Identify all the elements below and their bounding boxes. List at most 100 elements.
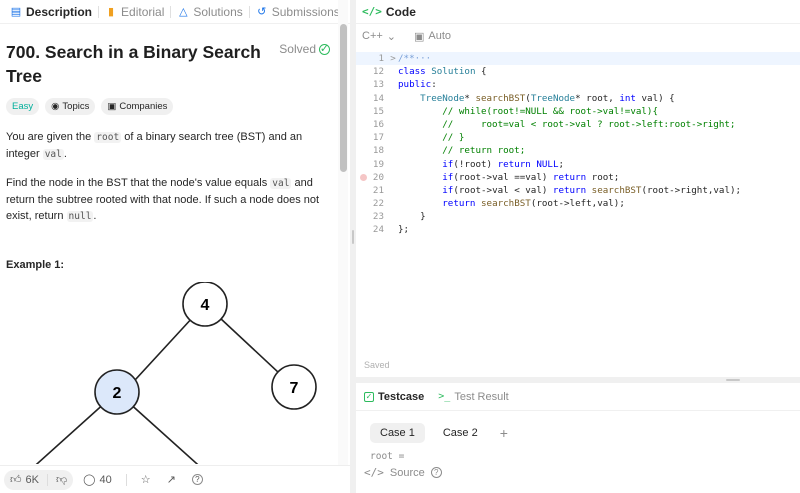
code-toolbar: C++ ⌄ ▣ Auto — [356, 24, 800, 48]
example-tree-diagram: 4 2 7 — [35, 282, 317, 464]
book-icon: ▮ — [107, 6, 115, 18]
companies-badge[interactable]: ▣ Companies — [101, 98, 174, 115]
breakpoint-dot-icon[interactable] — [360, 173, 367, 181]
inline-code: null — [66, 211, 94, 222]
code-text: if(root->val ==val) return root; — [442, 171, 620, 183]
code-text: // } — [442, 132, 465, 144]
code-icon: </> — [364, 466, 384, 479]
description-scrollbar-thumb[interactable] — [340, 24, 347, 172]
code-text: if(!root) return NULL; — [442, 158, 565, 170]
line-number: 1 — [378, 53, 384, 64]
code-line[interactable]: 14 TreeNode* searchBST(TreeNode* root, i… — [356, 92, 800, 105]
code-text: public: — [398, 79, 437, 91]
solved-label: Solved — [279, 42, 316, 56]
code-line[interactable]: 17 // } — [356, 131, 800, 144]
fold-chevron-icon — [388, 210, 398, 223]
share-icon: ↗ — [166, 474, 176, 486]
desc-text: of a binary search tree (BST) and an int… — [6, 131, 303, 160]
code-line[interactable]: 15 // while(root!=NULL && root->val!=val… — [356, 105, 800, 118]
like-dislike-group: 👍︎ 6K 👎︎ — [4, 469, 74, 490]
comment-count: 40 — [99, 473, 112, 486]
code-icon: </> — [362, 5, 382, 18]
fold-chevron-icon — [388, 223, 398, 236]
flask-icon: △ — [179, 6, 188, 18]
desc-text: You are given the — [6, 131, 95, 143]
help-button[interactable]: ? — [186, 474, 209, 485]
case-1-tab[interactable]: Case 1 — [370, 423, 425, 443]
testcase-panel: ✓ Testcase >_ Test Result Case 1 Case 2 … — [356, 383, 800, 493]
problem-description: You are given the root of a binary searc… — [6, 129, 336, 225]
fold-chevron-icon — [388, 197, 398, 210]
code-line[interactable]: 24}; — [356, 223, 800, 236]
code-line[interactable]: 1 >/**··· — [356, 52, 800, 66]
topics-badge[interactable]: ◉ Topics — [45, 98, 96, 115]
code-line[interactable]: 19 if(!root) return NULL; — [356, 158, 800, 171]
thumbs-down-icon[interactable]: 👎︎ — [55, 474, 68, 486]
root-variable-label: root = — [370, 451, 405, 462]
code-line[interactable]: 16 // root=val < root->val ? root->left:… — [356, 118, 800, 131]
line-number: 18 — [372, 145, 384, 157]
fold-chevron-icon — [388, 171, 398, 184]
code-text: if(root->val < val) return searchBST(roo… — [442, 184, 742, 196]
line-number: 12 — [372, 66, 384, 78]
tab-test-result[interactable]: >_ Test Result — [438, 391, 508, 403]
star-icon: ☆ — [140, 474, 151, 486]
tab-solutions[interactable]: △ Solutions — [171, 0, 248, 24]
example-title: Example 1: — [6, 259, 65, 271]
case-2-tab[interactable]: Case 2 — [442, 427, 478, 439]
title-row: 700. Search in a Binary Search Tree Solv… — [6, 40, 336, 88]
code-line[interactable]: 20 if(root->val ==val) return root; — [356, 171, 800, 184]
description-scrollbar-track[interactable] — [338, 0, 348, 465]
left-tab-bar: ▤ Description ▮ Editorial △ Solutions ↺ … — [0, 0, 350, 24]
code-line[interactable]: 23 } — [356, 210, 800, 223]
line-number: 22 — [372, 198, 384, 210]
saved-status: Saved — [364, 360, 390, 370]
vertical-resize-handle[interactable] — [352, 230, 354, 244]
line-number: 17 — [372, 132, 384, 144]
code-line[interactable]: 18 // return root; — [356, 144, 800, 157]
source-toggle[interactable]: </> Source ? — [364, 466, 800, 479]
tree-node-4-label: 4 — [201, 297, 210, 314]
problem-content: 700. Search in a Binary Search Tree Solv… — [6, 24, 336, 464]
checkbox-icon: ✓ — [364, 391, 374, 402]
code-line[interactable]: 21 if(root->val < val) return searchBST(… — [356, 184, 800, 197]
line-number: 20 — [356, 171, 388, 184]
auto-mode-toggle[interactable]: ▣ Auto — [414, 30, 451, 43]
code-text: // root=val < root->val ? root->left:roo… — [442, 118, 736, 130]
favorite-button[interactable]: ☆ — [135, 473, 157, 486]
terminal-icon: >_ — [438, 391, 451, 402]
tab-testcase[interactable]: ✓ Testcase — [364, 391, 424, 403]
code-line[interactable]: 13 public: — [356, 78, 800, 91]
tab-description[interactable]: ▤ Description — [4, 0, 98, 24]
line-number: 24 — [372, 224, 384, 236]
language-select[interactable]: C++ ⌄ — [362, 30, 396, 43]
solved-status: Solved ✓ — [279, 42, 330, 56]
fold-chevron-icon — [388, 105, 398, 118]
like-count: 6K — [25, 473, 39, 486]
tab-submissions[interactable]: ↺ Submissions — [250, 0, 346, 24]
fold-chevron-icon — [388, 184, 398, 197]
case-tabs: Case 1 Case 2 + — [370, 423, 800, 443]
tab-editorial[interactable]: ▮ Editorial — [99, 0, 170, 24]
code-text: // return root; — [442, 145, 526, 157]
line-number: 14 — [372, 92, 384, 104]
horizontal-resize-handle[interactable] — [726, 379, 740, 381]
code-line[interactable]: 22 return searchBST(root->left,val); — [356, 197, 800, 210]
desc-text: . — [93, 210, 97, 222]
problem-title[interactable]: 700. Search in a Binary Search Tree — [6, 42, 261, 86]
fold-chevron-icon[interactable]: > — [390, 53, 396, 64]
share-button[interactable]: ↗ — [161, 473, 182, 486]
add-case-button[interactable]: + — [499, 425, 508, 441]
tab-separator — [248, 5, 250, 18]
code-text: /**··· — [398, 53, 432, 64]
comments-button[interactable]: ◯ 40 — [77, 473, 118, 487]
tab-solutions-label: Solutions — [193, 4, 243, 19]
thumbs-up-icon[interactable]: 👍︎ — [10, 474, 22, 486]
code-panel-title: Code — [385, 4, 416, 19]
line-number: 23 — [372, 211, 384, 223]
line-number: 13 — [372, 79, 384, 91]
tab-separator — [98, 5, 100, 18]
tree-node-7-label: 7 — [290, 380, 299, 397]
